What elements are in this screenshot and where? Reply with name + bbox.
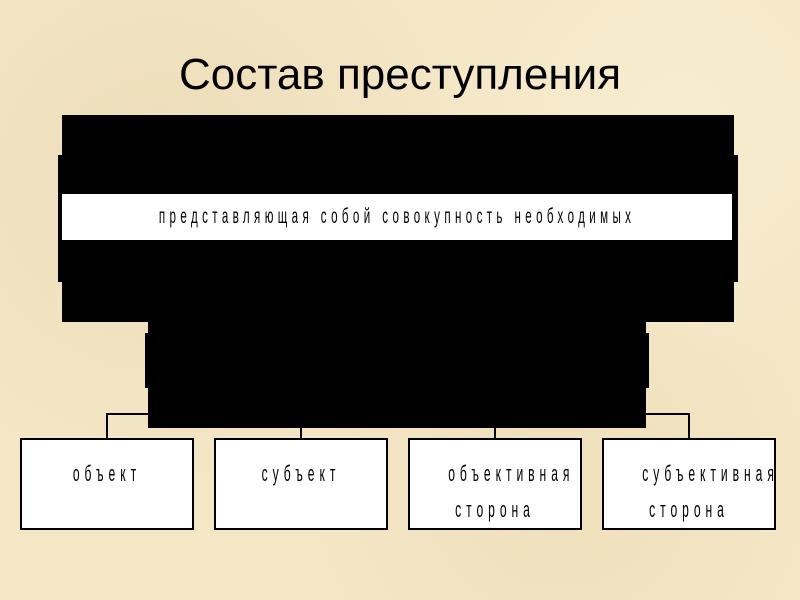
- element-label: субъективная: [642, 461, 779, 486]
- slide-title: Состав преступления: [178, 50, 622, 99]
- element-label: объект: [72, 461, 142, 486]
- connector-horizontal: [106, 413, 690, 415]
- element-label: сторона: [649, 497, 729, 522]
- connector-3: [494, 428, 496, 438]
- element-label: объективная: [448, 461, 575, 486]
- connector-1: [106, 413, 108, 438]
- connector-4: [688, 413, 690, 438]
- definition-text: представляющая собой совокупность необхо…: [158, 205, 636, 228]
- element-box-subjective-side: субъективная сторона: [602, 438, 776, 530]
- element-label: сторона: [455, 497, 535, 522]
- element-box-object: объект: [20, 438, 194, 530]
- element-box-objective-side: объективная сторона: [408, 438, 582, 530]
- element-box-subject: субъект: [214, 438, 388, 530]
- connector-2: [300, 428, 302, 438]
- definition-text-strip: представляющая собой совокупность необхо…: [62, 194, 732, 240]
- central-block-side: [145, 333, 649, 388]
- element-label: субъект: [261, 461, 341, 486]
